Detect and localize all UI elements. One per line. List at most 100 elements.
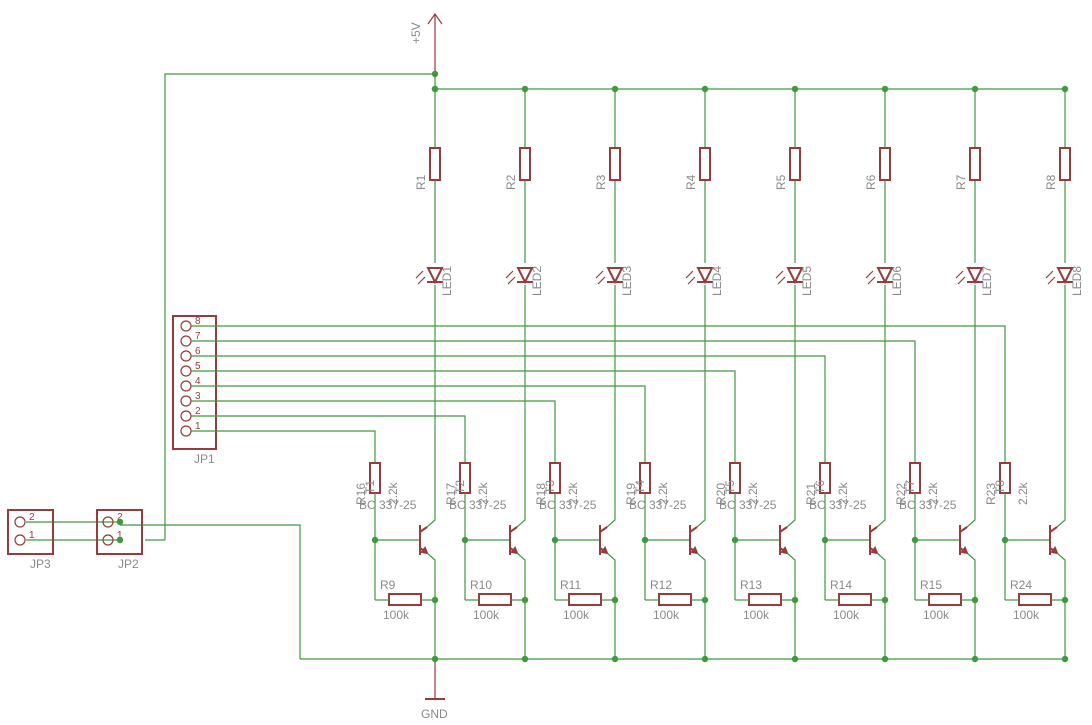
led-arrow-2 [775, 270, 784, 279]
resistor-value-R22: 2.2k [926, 481, 940, 505]
led-label-LED7: LED7 [980, 266, 994, 296]
collector-wire-end [696, 415, 706, 528]
junction-gnd-3 [611, 655, 619, 663]
jp1-pin-label-1: 1 [195, 421, 201, 432]
transistor-type: BC 337-25 [629, 498, 687, 512]
resistor-label-R12: R12 [650, 578, 672, 592]
led-arrow-1 [417, 276, 426, 285]
transistor-collector [959, 526, 968, 533]
transistor-arrow [600, 545, 609, 555]
junction-base-6 [821, 536, 829, 544]
emitter-wire [966, 552, 976, 659]
junction-vcc-3 [611, 85, 619, 93]
transistor-6 [869, 525, 879, 555]
resistor-label-R9: R9 [380, 578, 396, 592]
resistor-value-R16: 2.2k [386, 481, 400, 505]
resistor-R2 [519, 147, 531, 181]
junction-emitter-1 [431, 596, 439, 604]
junction-dots [116, 70, 1069, 663]
transistor-arrow [420, 545, 429, 555]
transistor-7 [959, 525, 969, 555]
resistor-value-R12: 100k [653, 608, 680, 622]
resistor-label-R13: R13 [740, 578, 762, 592]
led-arrow-1 [1047, 276, 1056, 285]
jp3-connector: 2 1 JP3 [7, 509, 54, 571]
junction-vcc-5 [791, 85, 799, 93]
junction-vcc-2 [521, 85, 529, 93]
transistor-designator: T7 [903, 480, 917, 494]
transistor-arrow [510, 545, 519, 555]
collector-wire-end [426, 415, 436, 528]
junction-emitter-6 [881, 596, 889, 604]
transistor-arrow [780, 545, 789, 555]
wiring [26, 73, 1065, 660]
jp1-pin-label-2: 2 [195, 406, 201, 417]
resistor-label-R6: R6 [864, 174, 878, 190]
led-triangle [606, 267, 624, 285]
led-arrow-2 [1045, 270, 1054, 279]
resistor-R6 [879, 147, 891, 181]
resistor-label-R21: R21 [804, 483, 818, 505]
junction-vcc-1 [431, 85, 439, 93]
transistor-type: BC 337-25 [359, 498, 417, 512]
transistor-designator: T6 [813, 480, 827, 494]
resistor-value-R19: 2.2k [656, 481, 670, 505]
transistor-3 [599, 525, 609, 555]
jp2-label: JP2 [118, 557, 139, 571]
junction-vcc-4 [701, 85, 709, 93]
junction-gnd-8 [1061, 655, 1069, 663]
jp1-pin-5 [180, 365, 192, 377]
junction-vcc-7 [971, 85, 979, 93]
transistor-arrow [960, 545, 969, 555]
transistor-collector [689, 526, 698, 533]
resistor-label-R19: R19 [624, 483, 638, 505]
jp1-pin-label-8: 8 [195, 316, 201, 327]
resistor-label-R7: R7 [954, 174, 968, 190]
transistor-collector [599, 526, 608, 533]
jp1-pin-label-6: 6 [195, 346, 201, 357]
resistor-R8 [1059, 147, 1071, 181]
resistor-label-R18: R18 [534, 483, 548, 505]
junction-gnd-5 [791, 655, 799, 663]
junction-vcc-6 [881, 85, 889, 93]
resistor-R12 [658, 593, 692, 606]
jp1-pin-6 [180, 350, 192, 362]
transistor-collector [779, 526, 788, 533]
led-LED6 [865, 267, 894, 285]
emitter-wire [1056, 552, 1066, 659]
transistor-5 [779, 525, 789, 555]
led-label-LED4: LED4 [710, 266, 724, 296]
junction-base-3 [551, 536, 559, 544]
transistor-designator: T4 [633, 480, 647, 494]
resistor-label-R1: R1 [414, 174, 428, 190]
gnd-symbol: GND [421, 659, 448, 721]
jp1-pin-2 [180, 410, 192, 422]
junction-base-4 [641, 536, 649, 544]
led-arrow-2 [415, 270, 424, 279]
jp1-signal-wire-1 [191, 430, 376, 463]
junction-gnd-2 [521, 655, 529, 663]
junction-base-2 [461, 536, 469, 544]
jp2-pin-label-1: 1 [117, 530, 123, 541]
transistor-arrow [1050, 545, 1059, 555]
junction-emitter-4 [701, 596, 709, 604]
led-LED1 [415, 267, 444, 285]
jp1-signal-wire-6 [191, 355, 826, 463]
transistor-4 [689, 525, 699, 555]
jp1-label: JP1 [194, 452, 215, 466]
led-label-LED2: LED2 [530, 266, 544, 296]
junction-emitter-3 [611, 596, 619, 604]
led-arrow-2 [955, 270, 964, 279]
collector-wire-end [1056, 415, 1066, 528]
resistor-value-R20: 2.2k [746, 481, 760, 505]
collector-wire-end [786, 415, 796, 528]
resistor-R1 [429, 147, 441, 181]
led-triangle [1056, 267, 1074, 285]
led-arrow-1 [867, 276, 876, 285]
jp1-signal-wire-3 [191, 400, 556, 463]
